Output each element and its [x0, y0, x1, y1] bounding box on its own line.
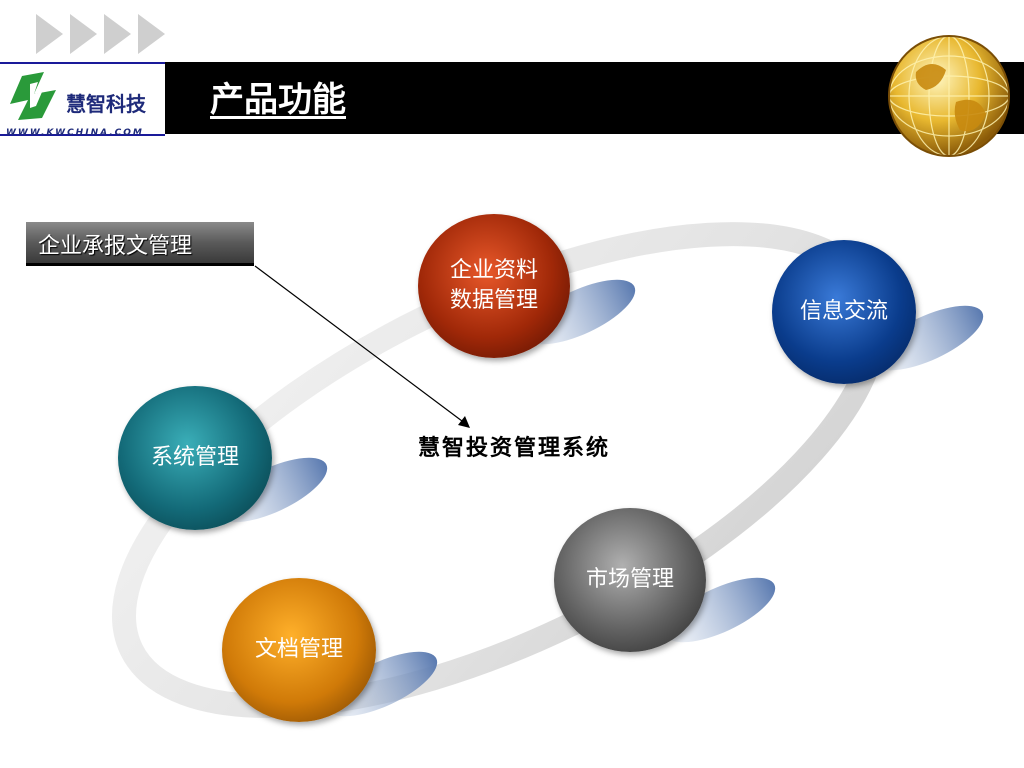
logo-name: 慧智科技 — [66, 92, 146, 116]
connector-line — [254, 265, 467, 425]
node-market-management[interactable]: 市场管理 — [554, 508, 706, 652]
node-label: 企业资料 数据管理 — [449, 258, 538, 313]
node-document-management[interactable]: 文档管理 — [222, 578, 376, 722]
node-info-exchange[interactable]: 信息交流 — [772, 240, 916, 384]
logo-url: WWW.KWCHINA.COM — [6, 128, 144, 138]
tag-label-box — [26, 222, 254, 266]
node-shadow — [326, 651, 438, 717]
page-title: 产品功能 — [210, 80, 346, 120]
node-shadow — [664, 577, 776, 643]
node-label: 文档管理 — [254, 637, 343, 662]
node-system-management[interactable]: 系统管理 — [118, 386, 272, 530]
chevron-right-icon — [36, 14, 63, 54]
tag-label: 企业承报文管理 — [38, 234, 193, 259]
node-label: 市场管理 — [585, 567, 674, 592]
node-label: 系统管理 — [150, 445, 239, 470]
node-enterprise-data[interactable]: 企业资料 数据管理 — [418, 214, 570, 358]
center-label: 慧智投资管理系统 — [418, 435, 611, 461]
arrowhead-icon — [458, 416, 470, 428]
logo-box — [0, 62, 165, 136]
leaf-logo-icon — [10, 72, 56, 120]
globe-icon — [888, 35, 1010, 157]
header-bar — [165, 62, 1024, 134]
chevron-right-icon — [104, 14, 131, 54]
chevron-right-icon — [70, 14, 97, 54]
node-label: 信息交流 — [799, 299, 888, 324]
chevron-right-icon — [138, 14, 165, 54]
